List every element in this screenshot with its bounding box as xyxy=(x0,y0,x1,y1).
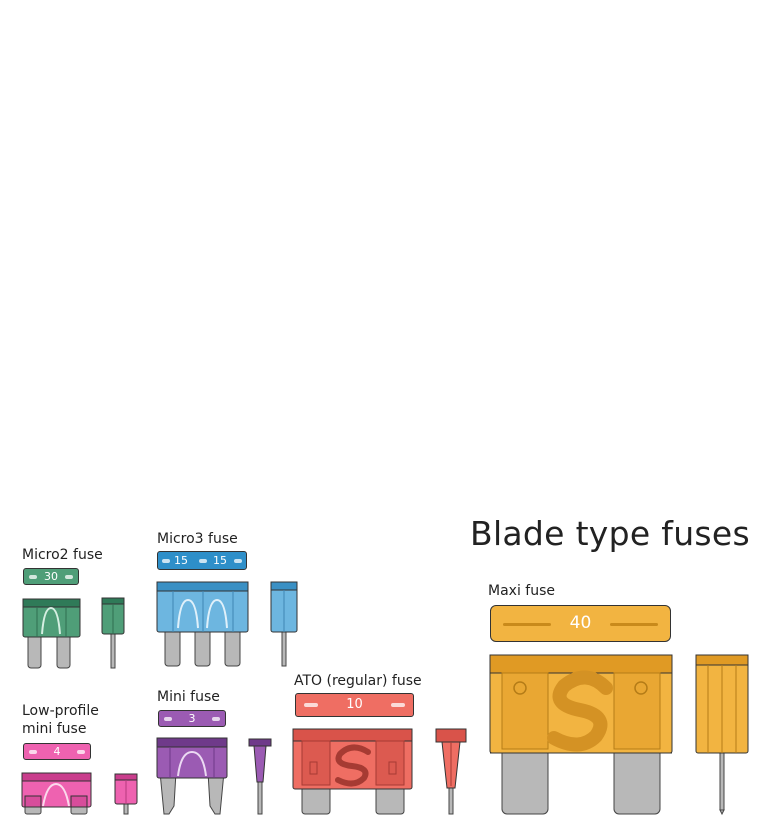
ato-label: ATO (regular) fuse xyxy=(294,673,422,689)
ato-fuse-side xyxy=(435,728,467,815)
mini-fuse-side xyxy=(248,738,272,815)
micro3-rating-right: 15 xyxy=(213,554,227,567)
micro3-rating-left: 15 xyxy=(174,554,188,567)
micro3-rating-badge: 15 15 xyxy=(157,551,247,570)
ato-fuse-front xyxy=(292,728,413,815)
maxi-fuse-side xyxy=(695,654,749,816)
maxi-rating: 40 xyxy=(569,613,592,633)
micro2-fuse-front xyxy=(22,598,81,669)
ato-rating-badge: 10 xyxy=(295,693,414,717)
lowprofile-fuse-side xyxy=(114,773,138,815)
lowprofile-rating-badge: 4 xyxy=(23,743,91,760)
micro2-label: Micro2 fuse xyxy=(22,547,103,563)
lowprofile-rating: 4 xyxy=(53,745,61,758)
micro3-fuse-side xyxy=(270,581,298,667)
maxi-label: Maxi fuse xyxy=(488,583,555,599)
micro2-rating-badge: 30 xyxy=(23,568,79,585)
micro3-label: Micro3 fuse xyxy=(157,531,238,547)
micro3-fuse-front xyxy=(156,581,249,667)
maxi-rating-badge: 40 xyxy=(490,605,671,642)
lowprofile-label: Low-profile mini fuse xyxy=(22,703,99,737)
micro2-fuse-side xyxy=(101,597,125,669)
mini-rating: 3 xyxy=(188,712,196,725)
maxi-fuse-front xyxy=(489,654,673,815)
mini-label: Mini fuse xyxy=(157,689,220,705)
micro2-rating: 30 xyxy=(44,570,58,583)
lowprofile-fuse-front xyxy=(21,772,92,815)
ato-rating: 10 xyxy=(346,697,363,712)
mini-rating-badge: 3 xyxy=(158,710,226,727)
page-title: Blade type fuses xyxy=(470,514,750,553)
mini-fuse-front xyxy=(156,737,228,815)
